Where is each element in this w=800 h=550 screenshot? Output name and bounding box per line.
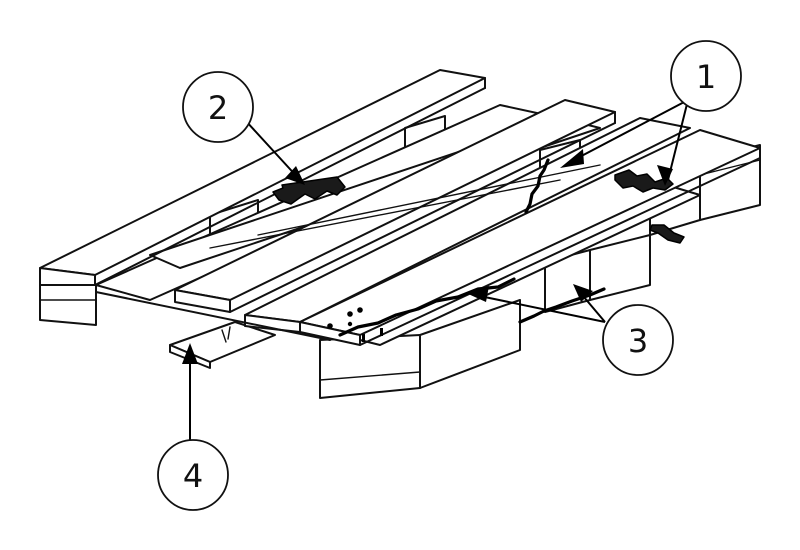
- top-deck-board-2: [174, 99, 616, 313]
- callout-2: 2: [182, 71, 254, 143]
- damage-split-right: [614, 169, 674, 193]
- callout-4-number: 4: [183, 457, 203, 495]
- inner-rail-line-2: [257, 164, 601, 236]
- callout-3-number: 3: [628, 322, 648, 360]
- damage-broken-board: [272, 176, 346, 205]
- top-deck-board-4: [299, 129, 761, 346]
- inner-rail-line: [209, 179, 561, 249]
- bottom-board-left: [39, 284, 97, 326]
- callout-3: 3: [602, 304, 674, 376]
- leaders: [182, 99, 689, 445]
- callout-1-number: 1: [696, 58, 716, 96]
- damage-block-right: [649, 224, 685, 244]
- block-front-center: [319, 299, 521, 399]
- damage-crack-lower: [518, 287, 606, 324]
- damage-bottom-board: [221, 326, 231, 343]
- damage-crack-middle: [524, 158, 550, 214]
- callout-4: 4: [157, 439, 229, 511]
- callout-1: 1: [670, 40, 742, 112]
- callout-2-number: 2: [208, 89, 228, 127]
- nail-marks: [327, 307, 383, 342]
- base-edge: [95, 291, 331, 341]
